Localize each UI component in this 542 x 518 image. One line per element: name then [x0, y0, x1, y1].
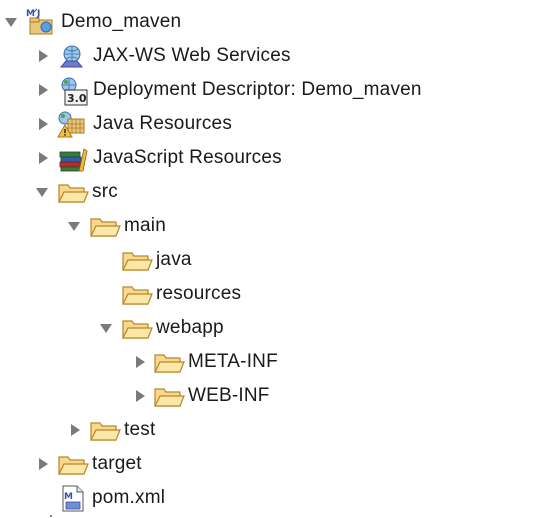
tree-item-javascript-resources[interactable]: JavaScript Resources	[0, 141, 542, 175]
web-services-icon	[58, 41, 88, 71]
tree-item-src[interactable]: src	[0, 175, 542, 209]
tree-item-label: resources	[156, 283, 242, 304]
tree-item-pom-xml[interactable]: M pom.xml	[0, 481, 542, 515]
tree-item-meta-inf[interactable]: META-INF	[0, 345, 542, 379]
folder-open-icon	[89, 415, 121, 445]
tree-item-deployment-descriptor[interactable]: 3.0 Deployment Descriptor: Demo_maven	[0, 73, 542, 107]
svg-text:M: M	[64, 492, 73, 502]
folder-open-icon	[121, 279, 153, 309]
folder-open-icon	[57, 449, 89, 479]
tree-item-label: JAX-WS Web Services	[93, 45, 291, 66]
folder-open-icon	[121, 313, 153, 343]
tree-item-java[interactable]: java	[0, 243, 542, 277]
maven-web-project-icon: M J	[24, 7, 54, 37]
tree-item-test[interactable]: test	[0, 413, 542, 447]
project-explorer-tree: M J Demo_maven JAX-WS Web Services	[0, 5, 542, 515]
divider-dot	[50, 515, 52, 517]
folder-open-icon	[89, 211, 121, 241]
tree-item-web-inf[interactable]: WEB-INF	[0, 379, 542, 413]
folder-open-icon	[153, 381, 185, 411]
chevron-right-icon[interactable]	[133, 389, 147, 403]
tree-item-label: META-INF	[188, 351, 278, 372]
tree-item-label: Java Resources	[93, 113, 233, 134]
java-resources-icon	[56, 109, 86, 139]
tree-item-resources[interactable]: resources	[0, 277, 542, 311]
maven-pom-file-icon: M	[58, 483, 88, 513]
javascript-resources-icon	[58, 143, 88, 173]
tree-item-label: webapp	[156, 317, 224, 338]
tree-item-label: src	[92, 181, 118, 202]
chevron-right-icon[interactable]	[36, 151, 50, 165]
chevron-right-icon[interactable]	[36, 457, 50, 471]
svg-text:M: M	[26, 9, 35, 19]
tree-item-label: WEB-INF	[188, 385, 270, 406]
svg-text:J: J	[36, 9, 40, 19]
tree-item-webapp[interactable]: webapp	[0, 311, 542, 345]
tree-item-label: Deployment Descriptor: Demo_maven	[93, 79, 422, 100]
chevron-down-icon[interactable]	[67, 219, 81, 233]
chevron-right-icon[interactable]	[133, 355, 147, 369]
chevron-down-icon[interactable]	[99, 321, 113, 335]
tree-item-label: main	[124, 215, 166, 236]
folder-open-icon	[57, 177, 89, 207]
tree-item-label: test	[124, 419, 156, 440]
tree-item-target[interactable]: target	[0, 447, 542, 481]
tree-item-label: pom.xml	[92, 487, 166, 508]
chevron-right-icon[interactable]	[36, 117, 50, 131]
version-badge-text: 3.0	[67, 92, 87, 105]
chevron-right-icon[interactable]	[68, 423, 82, 437]
folder-open-icon	[153, 347, 185, 377]
chevron-right-icon[interactable]	[36, 49, 50, 63]
deployment-descriptor-icon: 3.0	[58, 75, 88, 106]
tree-item-label: java	[156, 249, 192, 270]
tree-item-label: target	[92, 453, 142, 474]
folder-open-icon	[121, 245, 153, 275]
chevron-right-icon[interactable]	[36, 83, 50, 97]
tree-item-main[interactable]: main	[0, 209, 542, 243]
tree-item-label: JavaScript Resources	[93, 147, 282, 168]
chevron-down-icon[interactable]	[4, 15, 18, 29]
tree-item-java-resources[interactable]: Java Resources	[0, 107, 542, 141]
chevron-down-icon[interactable]	[35, 185, 49, 199]
tree-item-label: Demo_maven	[61, 11, 182, 32]
tree-item-jax-ws-web-services[interactable]: JAX-WS Web Services	[0, 39, 542, 73]
tree-item-demo-maven[interactable]: M J Demo_maven	[0, 5, 542, 39]
